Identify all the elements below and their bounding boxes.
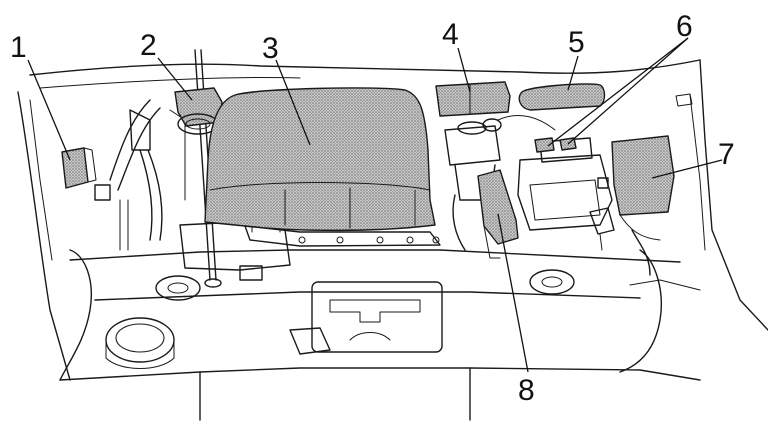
callout-4: 4 xyxy=(442,18,459,51)
engine-bay-outline xyxy=(17,59,768,421)
callout-5: 5 xyxy=(568,26,585,59)
battery xyxy=(517,137,615,251)
callouts: 1 2 3 4 5 6 7 8 xyxy=(10,10,735,407)
part-3-air-cleaner xyxy=(204,87,441,247)
callout-1: 1 xyxy=(10,31,27,64)
callout-3: 3 xyxy=(262,32,279,65)
callout-6: 6 xyxy=(676,10,693,43)
misc-right xyxy=(629,93,701,291)
part-7-highlight xyxy=(611,135,675,241)
callout-8: 8 xyxy=(518,374,535,407)
part-5-highlight xyxy=(518,83,606,111)
strut-mount-left xyxy=(155,275,201,301)
part-8-highlight xyxy=(477,169,519,259)
hoses-left xyxy=(94,99,186,251)
leader-lines xyxy=(27,37,723,373)
part-4-highlight xyxy=(435,81,511,117)
callout-7: 7 xyxy=(718,138,735,171)
hood-latch xyxy=(289,281,443,355)
radiator-cap-lower xyxy=(105,317,175,369)
callout-2: 2 xyxy=(140,29,157,62)
strut-mount-right xyxy=(529,269,575,295)
